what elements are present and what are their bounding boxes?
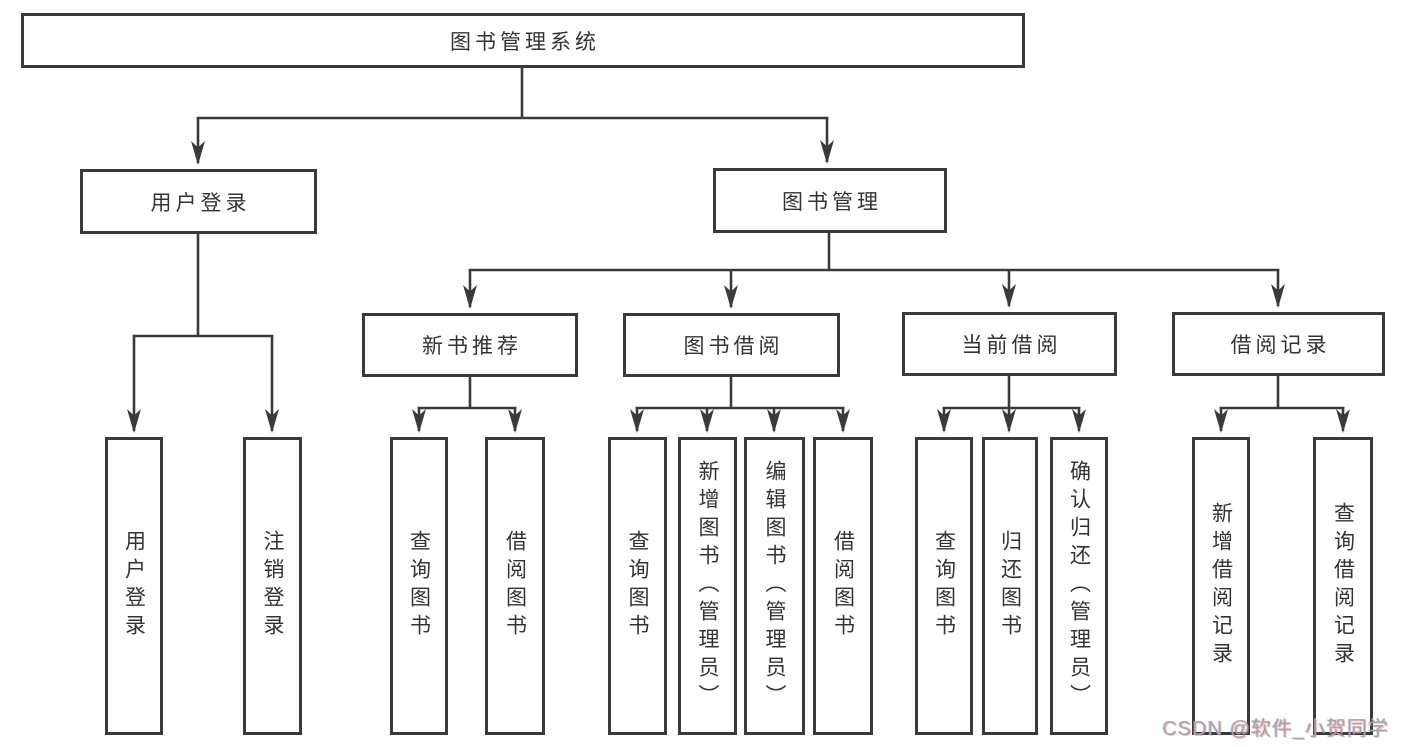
node-new-book-recommend: 新书推荐 xyxy=(362,313,578,377)
leaf-label: 归还图书 xyxy=(998,530,1022,642)
node-label: 图书管理 xyxy=(782,190,882,214)
connector-user-login xyxy=(127,232,279,433)
leaf-label: 借阅图书 xyxy=(503,530,527,642)
csdn-watermark: CSDN @软件_小贺同学 xyxy=(1162,718,1389,740)
node-borrowing-records: 借阅记录 xyxy=(1172,312,1385,376)
leaf-label: 查询图书 xyxy=(626,530,649,642)
node-label: 借阅记录 xyxy=(1230,334,1331,357)
connector-new-book xyxy=(412,375,522,433)
leaf-label: 查询图书 xyxy=(407,530,431,642)
connector-current-borrowing xyxy=(937,374,1086,433)
leaf-label: 编辑图书（管理员） xyxy=(763,460,786,712)
leaf-edit-books-admin: 编辑图书（管理员） xyxy=(744,437,805,735)
connector-book-borrowing xyxy=(630,375,850,433)
leaf-add-books-admin: 新增图书（管理员） xyxy=(678,437,737,735)
leaf-borrow-books: 借阅图书 xyxy=(813,437,873,735)
leaf-user-login: 用户登录 xyxy=(105,437,163,735)
leaf-label: 查询借阅记录 xyxy=(1331,502,1355,670)
leaf-label: 借阅图书 xyxy=(831,530,855,642)
node-user-login: 用户登录 xyxy=(80,169,317,234)
node-current-borrowing: 当前借阅 xyxy=(902,312,1117,376)
node-label: 图书管理系统 xyxy=(450,30,600,54)
leaf-label: 用户登录 xyxy=(122,530,146,642)
leaf-label: 注销登录 xyxy=(261,530,284,642)
connector-root xyxy=(191,67,834,165)
node-label: 当前借阅 xyxy=(961,334,1062,357)
connector-book-management xyxy=(463,231,1285,309)
node-book-management: 图书管理 xyxy=(713,168,947,233)
node-system-root: 图书管理系统 xyxy=(21,13,1025,68)
connector-borrowing-records xyxy=(1214,374,1350,433)
leaf-query-borrow-record: 查询借阅记录 xyxy=(1313,437,1373,735)
leaf-label: 新增借阅记录 xyxy=(1209,502,1233,670)
leaf-logout: 注销登录 xyxy=(243,437,302,735)
node-label: 新书推荐 xyxy=(422,335,522,358)
leaf-return-books: 归还图书 xyxy=(982,437,1038,735)
node-label: 图书借阅 xyxy=(683,335,784,358)
leaf-query-books-current: 查询图书 xyxy=(915,437,973,735)
node-label: 用户登录 xyxy=(150,191,251,215)
leaf-label: 确认归还（管理员） xyxy=(1067,460,1091,712)
node-book-borrowing: 图书借阅 xyxy=(623,313,840,377)
leaf-query-books-recommend: 查询图书 xyxy=(390,437,448,735)
leaf-add-borrow-record: 新增借阅记录 xyxy=(1192,437,1250,735)
leaf-borrow-books-recommend: 借阅图书 xyxy=(485,437,545,735)
leaf-confirm-return-admin: 确认归还（管理员） xyxy=(1050,437,1108,735)
leaf-label: 查询图书 xyxy=(932,530,956,642)
leaf-label: 新增图书（管理员） xyxy=(696,460,719,712)
leaf-query-books-borrowing: 查询图书 xyxy=(608,437,667,735)
